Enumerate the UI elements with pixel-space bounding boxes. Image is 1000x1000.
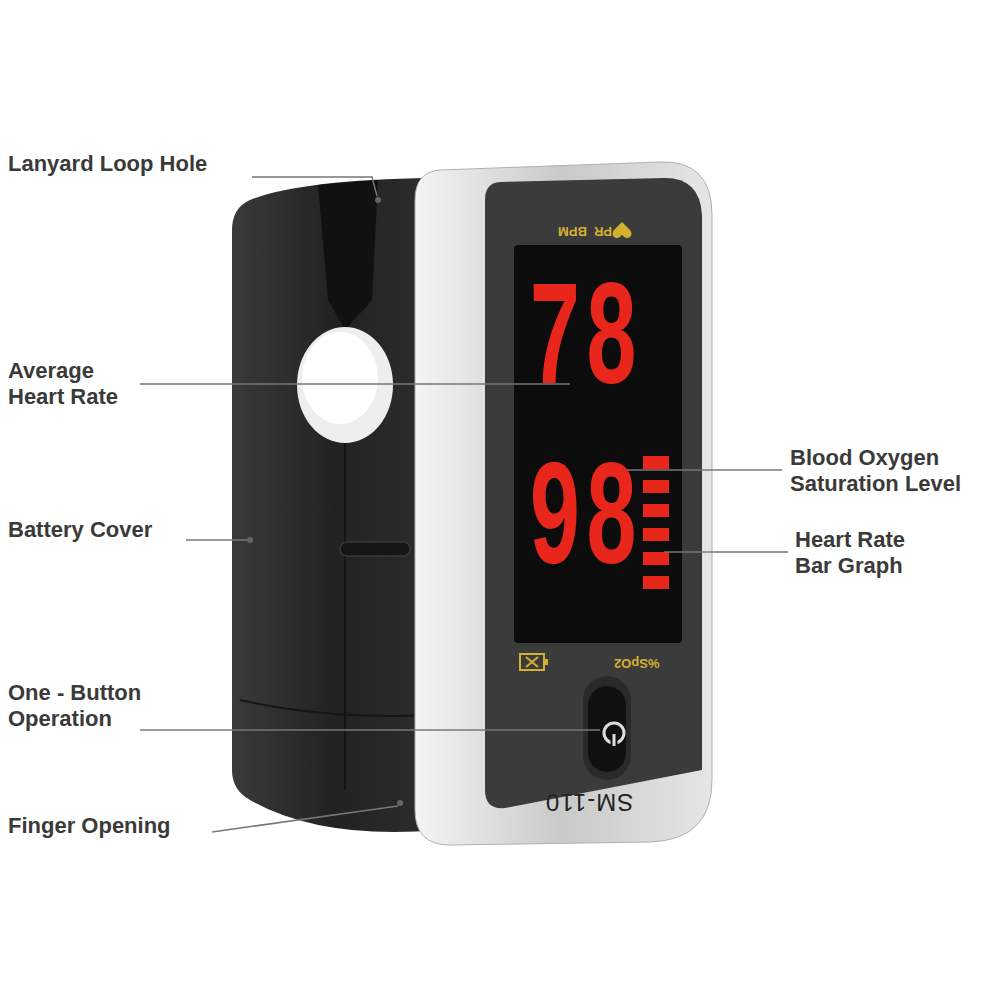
part-label: Finger Opening: [8, 813, 228, 839]
display-unit: %SpO2: [614, 655, 660, 671]
display-digits: 98: [528, 448, 641, 598]
part-label: Battery Cover: [8, 517, 208, 543]
part-label: Lanyard Loop Hole: [8, 151, 268, 177]
part-label: Blood Oxygen Saturation Level: [790, 445, 990, 497]
part-label: Average Heart Rate: [8, 358, 148, 410]
display-unit: BPM: [558, 223, 587, 239]
part-label: Heart Rate Bar Graph: [795, 527, 930, 579]
display-unit: PR: [594, 223, 612, 239]
display-digits: 78: [528, 268, 641, 418]
leader-lines: [140, 177, 788, 832]
model-number: SM-110: [545, 788, 633, 816]
part-label: One - Button Operation: [8, 680, 183, 732]
